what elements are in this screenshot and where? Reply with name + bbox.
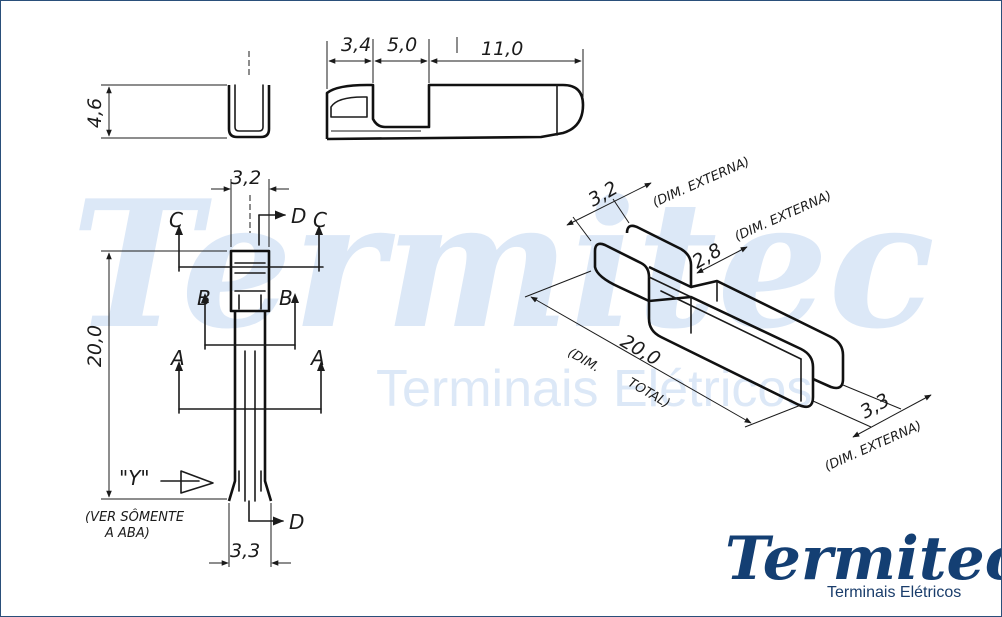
section-b-right: B [279,286,293,310]
iso-barrel-right [625,224,693,289]
u-channel-outer [227,85,271,139]
dim-width-bottom: 3,3 [230,540,260,562]
logo-brand: Termitec [725,524,1001,594]
dim-top-a: 3,4 [341,34,371,56]
watermark-brand: Termitec [71,163,935,368]
dim-top-b: 5,0 [387,34,417,56]
view-y-label: "Y" [119,466,150,490]
section-b-left: B [197,286,211,310]
end-view: 4,6 [84,51,271,139]
plan-tab [227,311,273,502]
iso-dim-externa-3: (DIM. EXTERNA) [823,418,924,474]
section-a-left: A [169,346,185,370]
section-d-top: D [291,204,306,228]
section-c-left: C [169,208,183,232]
u-channel-inner [234,84,264,132]
dim-width-top: 3,2 [231,167,261,189]
section-a-right: A [309,346,325,370]
iso-tab-right [690,279,845,390]
note-ver-line2: A ABA) [104,526,150,541]
dim-top-c: 11,0 [481,38,523,60]
note-ver-line1: (VER SÔMENTE [85,509,185,525]
dim-height-side: 4,6 [84,98,106,128]
profile-view: 3,4 5,0 11,0 [325,34,585,141]
iso-barrel-left [593,242,651,303]
termitec-logo: Termitec Terminais Elétricos [725,524,1001,601]
section-c-right: C [313,208,327,232]
dim-length-total: 20,0 [84,325,106,367]
profile-barrel [330,96,368,118]
profile-outline [325,83,585,141]
logo-tagline: Terminais Elétricos [827,584,961,601]
section-d-bottom: D [289,510,304,534]
plan-barrel [229,249,271,313]
plan-view: 3,2 20,0 3,3 C C D [84,167,327,567]
